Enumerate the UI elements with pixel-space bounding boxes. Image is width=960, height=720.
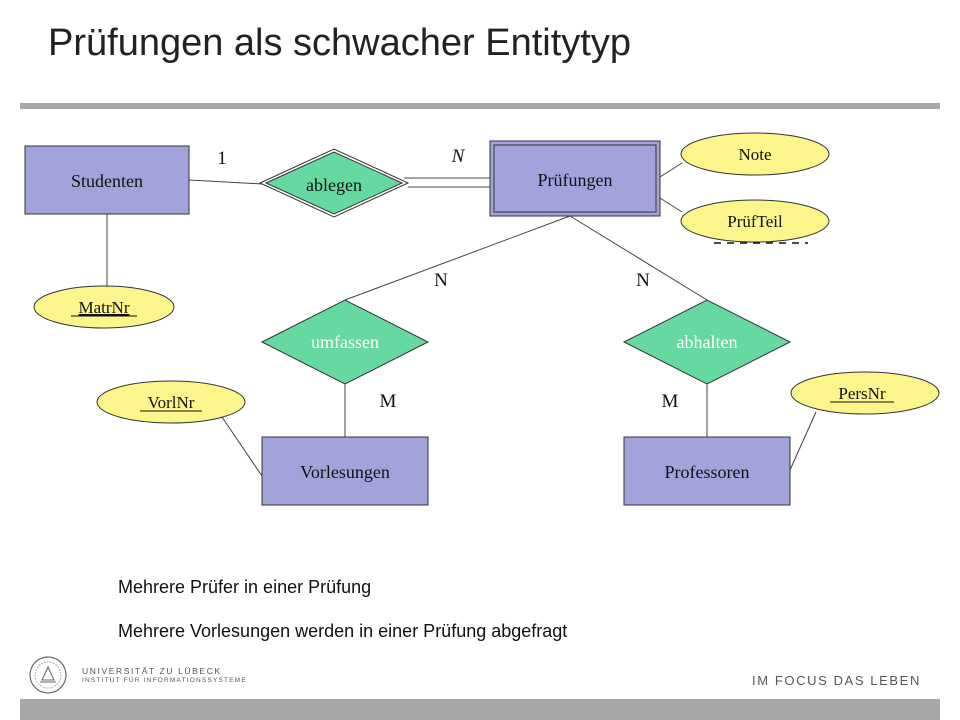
bottom-divider [20, 699, 940, 720]
attribute-matrnr-ellipse [33, 285, 175, 329]
relationship-ablegen[interactable]: ablegen [258, 148, 410, 218]
attribute-note-ellipse [680, 132, 830, 176]
entity-vorlesungen-label: Vorlesungen [300, 462, 390, 482]
entity-professoren-box [623, 436, 791, 506]
university-name: UNIVERSITÄT ZU LÜBECK [82, 666, 222, 676]
relationship-abhalten-diamond [622, 299, 792, 385]
attribute-note-label: Note [738, 145, 771, 164]
entity-professoren-label: Professoren [665, 462, 750, 482]
attribute-vorlnr-label: VorlNr [148, 393, 195, 412]
relationship-abhalten-label: abhalten [677, 332, 738, 352]
attribute-persnr-label: PersNr [838, 384, 886, 403]
entity-studenten[interactable]: Studenten [24, 145, 190, 215]
relationship-umfassen-label: umfassen [311, 332, 379, 352]
relationship-ablegen-inner [264, 151, 404, 215]
entity-vorlesungen-box [261, 436, 429, 506]
connector-lines [106, 162, 817, 477]
university-seal-icon [29, 656, 67, 694]
cardinality-pruefungen-umfassen: N [434, 270, 448, 291]
attribute-prueftel-ellipse [680, 199, 830, 243]
relationship-umfassen-diamond [260, 299, 430, 385]
entity-pruefungen-label: Prüfungen [538, 170, 613, 190]
entity-professoren[interactable]: Professoren [623, 436, 791, 506]
line-studenten-ablegen [188, 179, 263, 185]
attribute-matrnr-label: MatrNr [79, 298, 130, 317]
attribute-persnr-ellipse [790, 371, 940, 415]
institute-name: INSTITUT FÜR INFORMATIONSSYSTEME [82, 677, 247, 684]
entity-pruefungen-outer [489, 140, 661, 217]
attribute-note[interactable]: Note [680, 132, 830, 176]
line-pruefungen-note [659, 162, 683, 178]
cardinality-abhalten-professoren: M [662, 391, 679, 412]
line-pruefungen-prueftel [659, 197, 683, 213]
university-logo: UNIVERSITÄT ZU LÜBECK INSTITUT FÜR INFOR… [28, 655, 268, 695]
cardinality-studenten-ablegen: 1 [217, 148, 227, 169]
attribute-persnr[interactable]: PersNr [790, 371, 940, 415]
attribute-vorlnr[interactable]: VorlNr [96, 380, 246, 424]
line-pruefungen-abhalten [569, 215, 708, 301]
relationship-abhalten[interactable]: abhalten [622, 299, 792, 385]
caption-vorlesungen: Mehrere Vorlesungen werden in einer Prüf… [118, 621, 568, 641]
entity-vorlesungen[interactable]: Vorlesungen [261, 436, 429, 506]
relationship-ablegen-outer [258, 148, 410, 218]
attribute-prueftel-label: PrüfTeil [727, 212, 783, 231]
line-persnr-professoren [789, 411, 817, 471]
footer-slogan: IM FOCUS DAS LEBEN [752, 673, 921, 688]
attribute-prueftel[interactable]: PrüfTeil [680, 199, 830, 244]
line-vorlnr-vorlesungen [221, 416, 263, 477]
entity-studenten-box [24, 145, 190, 215]
cardinality-umfassen-vorlesungen: M [380, 391, 397, 412]
page-title: Prüfungen als schwacher Entitytyp [48, 22, 631, 64]
entity-studenten-label: Studenten [71, 171, 143, 191]
caption-pruefer: Mehrere Prüfer in einer Prüfung [118, 577, 372, 597]
attribute-matrnr[interactable]: MatrNr [33, 285, 175, 329]
entity-pruefungen[interactable]: Prüfungen [489, 140, 661, 217]
line-pruefungen-umfassen [344, 215, 571, 301]
top-divider [20, 103, 940, 109]
relationship-umfassen[interactable]: umfassen [260, 299, 430, 385]
cardinality-pruefungen-abhalten: N [636, 270, 650, 291]
cardinality-ablegen-pruefungen: N [451, 146, 466, 167]
attribute-vorlnr-ellipse [96, 380, 246, 424]
entity-pruefungen-inner [493, 144, 657, 213]
relationship-ablegen-label: ablegen [306, 175, 362, 195]
